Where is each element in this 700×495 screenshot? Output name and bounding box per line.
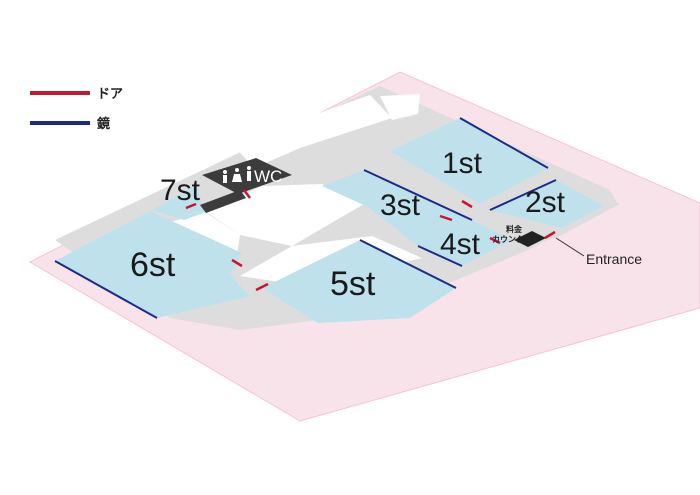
mirror-6st (54, 260, 158, 319)
door-entrance (544, 230, 556, 240)
door-6st (231, 258, 243, 268)
studio-7st-label: 7st (160, 174, 201, 207)
door-wc (243, 189, 251, 199)
legend-mirror-swatch (30, 121, 90, 125)
corridor-top (232, 95, 392, 168)
wc-lower-block (200, 190, 246, 213)
mirror-4st (417, 245, 463, 267)
studio-7st-room (152, 186, 206, 220)
legend-door-label: ドア (97, 87, 123, 102)
entrance-label: Entrance (586, 251, 642, 267)
legend: ドア 鏡 (30, 87, 123, 132)
studio-2st-label: 2st (525, 186, 566, 219)
mirror-5st (359, 239, 457, 289)
restroom-icon (223, 166, 251, 183)
mirrors (54, 117, 557, 319)
studio-5st-room (262, 240, 456, 323)
corridor-right (380, 94, 420, 120)
studio-5st-label: 5st (330, 265, 376, 303)
studio-4st-room (418, 220, 512, 266)
mirror-3st (363, 169, 473, 221)
entrance-leader-line (555, 237, 585, 257)
studio-1st-room (390, 118, 548, 204)
studio-3st-label: 3st (380, 189, 421, 222)
studio-2st-room (490, 180, 604, 228)
door-5st (255, 282, 269, 292)
corridor-center (205, 184, 364, 246)
counter-label-2: カウンター (492, 234, 532, 244)
legend-door-swatch (30, 91, 90, 95)
mirror-1st (459, 117, 549, 169)
mirror-2st (489, 179, 557, 211)
studio-3st-room (322, 170, 472, 246)
wc-label: WC (254, 167, 282, 186)
door-7st (185, 202, 197, 210)
counter-block (514, 231, 546, 247)
doors (185, 189, 556, 292)
counter-label-1: 料金 (506, 224, 523, 234)
studio-6st-room (55, 211, 250, 318)
studio-4st-label: 4st (440, 228, 481, 261)
door-3st (439, 214, 453, 222)
studio-6st-label: 6st (130, 246, 176, 284)
door-1st (461, 199, 473, 209)
studio-1st-label: 1st (442, 147, 483, 180)
door-4st (489, 236, 501, 245)
legend-mirror-label: 鏡 (97, 116, 110, 132)
